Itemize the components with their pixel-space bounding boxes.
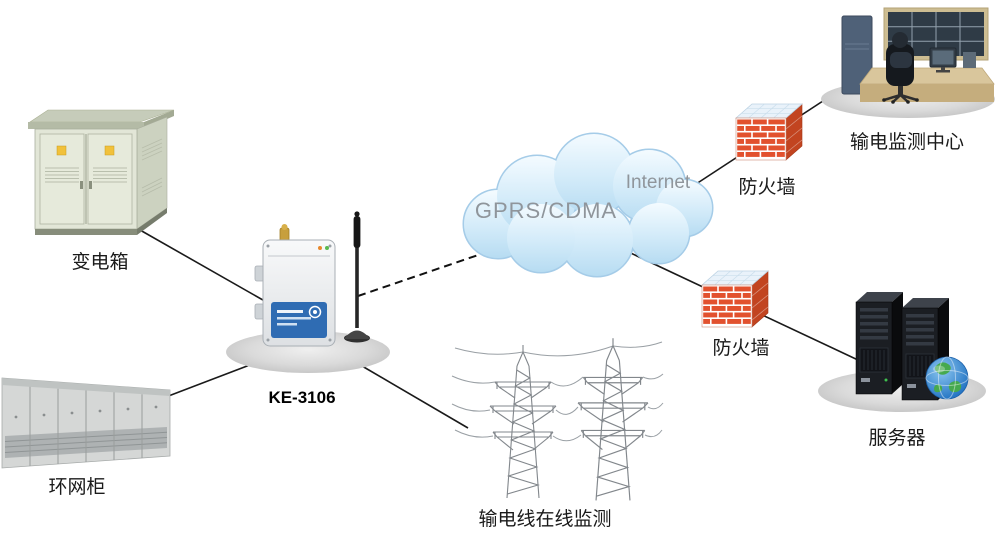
transmission-towers-illustration [451,337,664,501]
firewall-icon-bottom [701,270,769,328]
connection-device-to-towers [361,365,469,429]
equipment-cabinet [841,15,873,95]
firewall-top-label: 防火墙 [738,176,795,198]
antenna-icon [344,211,370,343]
connection-device-to-cloud-wireless [357,251,488,297]
cloud-internet-label: Internet [626,172,691,193]
ring-cabinet-label: 环网柜 [48,476,105,498]
monitoring-center-illustration [821,7,995,118]
transformer-box-label: 变电箱 [71,251,128,273]
server-tower [855,292,903,395]
firewall-bottom-label: 防火墙 [712,337,769,359]
desktop-pc [963,52,976,68]
warning-sign-icon [56,145,67,156]
operator-person [882,32,919,104]
transformer-box-illustration [28,109,175,235]
dtu-device-illustration [226,211,390,373]
device-model-label: KE-3106 [268,388,335,407]
globe-icon [925,356,969,400]
firewall-icon-top [735,103,803,161]
server-illustration [818,292,986,412]
server-label: 服务器 [868,427,925,449]
cloud-shape: GPRS/CDMA Internet [462,132,714,278]
cloud-network-label: GPRS/CDMA [475,198,617,223]
ring-cabinet-illustration [1,377,171,469]
transmission-monitoring-label: 输电线在线监测 [478,508,611,530]
status-led [325,246,329,250]
warning-sign-icon [104,145,115,156]
status-led [318,246,322,250]
monitoring-center-label: 输电监测中心 [850,131,964,153]
desk [859,67,995,85]
connection-transformer-to-device [139,229,285,313]
